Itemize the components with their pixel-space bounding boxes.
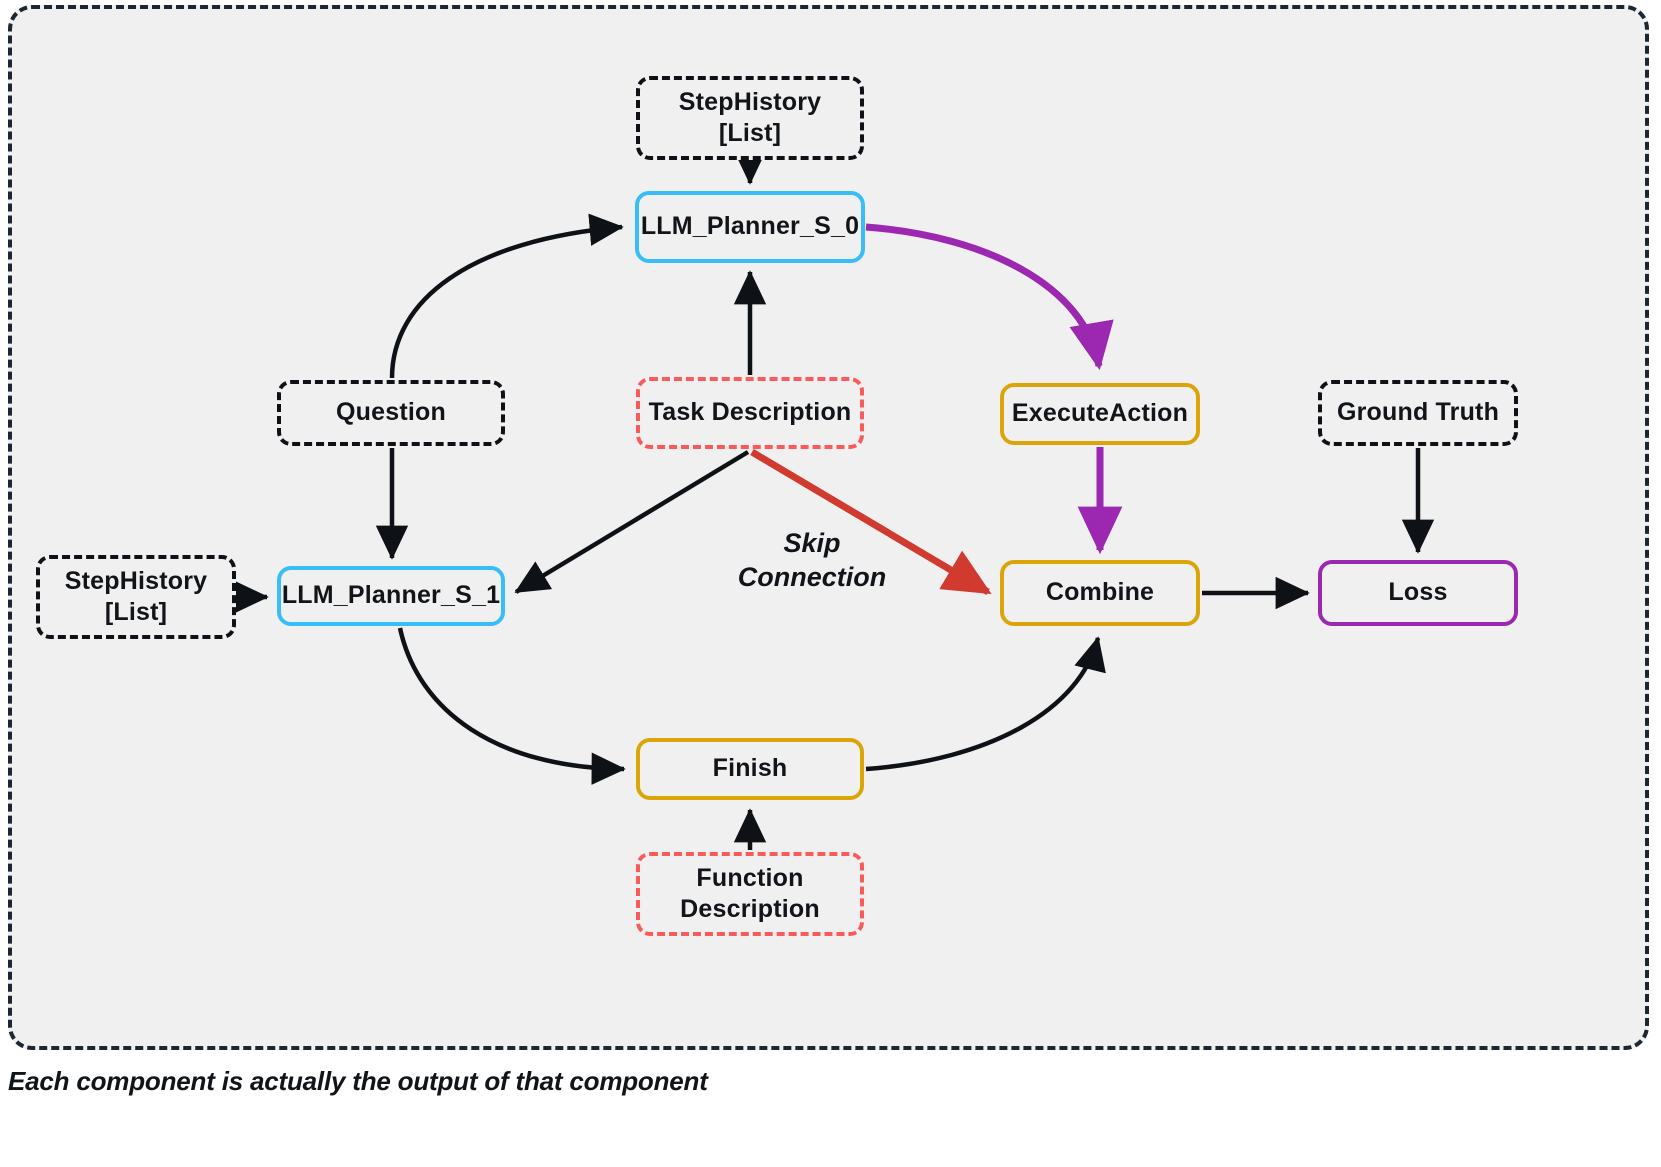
node-label: Loss (1388, 578, 1448, 607)
node-loss[interactable]: Loss (1318, 560, 1518, 626)
node-function-description[interactable]: Function Description (636, 852, 864, 936)
node-stephistory-left[interactable]: StepHistory [List] (36, 555, 236, 639)
node-label: LLM_Planner_S_1 (281, 581, 501, 610)
node-label: Ground Truth (1336, 398, 1500, 427)
node-label: ExecuteAction (1011, 399, 1189, 428)
node-combine[interactable]: Combine (1000, 560, 1200, 626)
node-ground-truth[interactable]: Ground Truth (1318, 380, 1518, 446)
edge-label-skip-connection: Skip Connection (737, 528, 887, 592)
node-label: Question (336, 398, 446, 427)
node-label: Function Description (680, 863, 820, 923)
node-stephistory-top[interactable]: StepHistory [List] (636, 76, 864, 160)
node-label: StepHistory [List] (678, 87, 822, 147)
node-label: Combine (1045, 578, 1155, 607)
node-label: StepHistory [List] (64, 566, 208, 626)
node-label: LLM_Planner_S_0 (640, 212, 860, 241)
node-execute-action[interactable]: ExecuteAction (1000, 383, 1200, 445)
node-label: Finish (712, 754, 788, 783)
node-task-description[interactable]: Task Description (636, 377, 864, 449)
node-label: Task Description (648, 398, 852, 427)
diagram-caption: Each component is actually the output of… (8, 1066, 708, 1096)
node-finish[interactable]: Finish (636, 738, 864, 800)
node-llm-planner-s-0[interactable]: LLM_Planner_S_0 (635, 191, 865, 263)
node-question[interactable]: Question (277, 380, 505, 446)
node-llm-planner-s-1[interactable]: LLM_Planner_S_1 (277, 566, 505, 626)
